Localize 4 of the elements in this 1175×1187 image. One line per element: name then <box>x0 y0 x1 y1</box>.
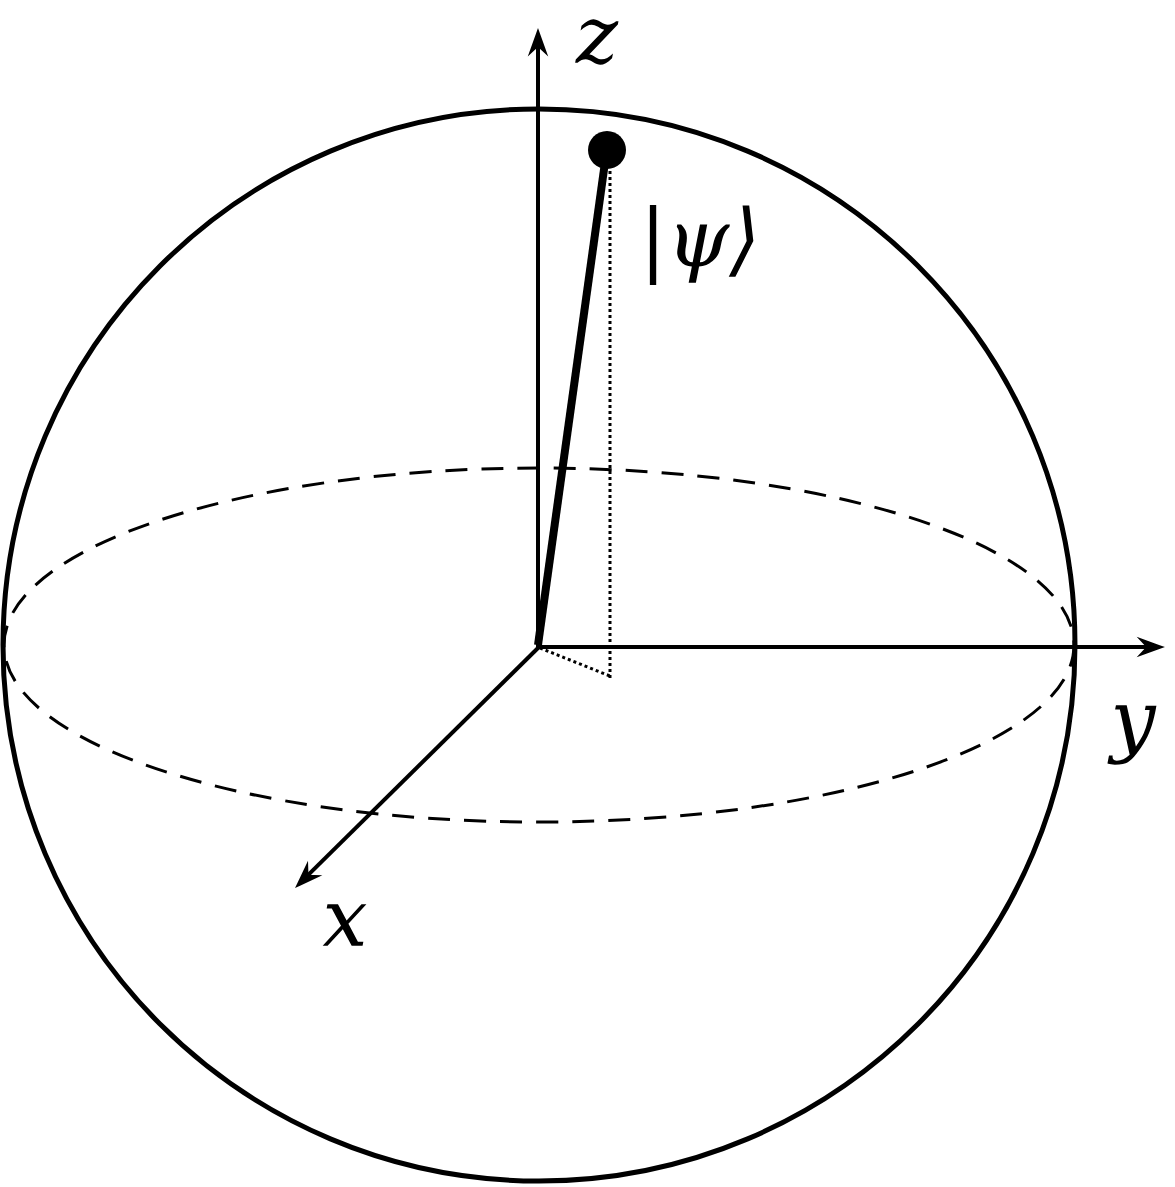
axis-label: z <box>575 19 619 65</box>
axis-label: x <box>322 904 367 946</box>
state-label: |ψ⟩ <box>649 205 754 285</box>
axis-label: y <box>1107 705 1157 765</box>
